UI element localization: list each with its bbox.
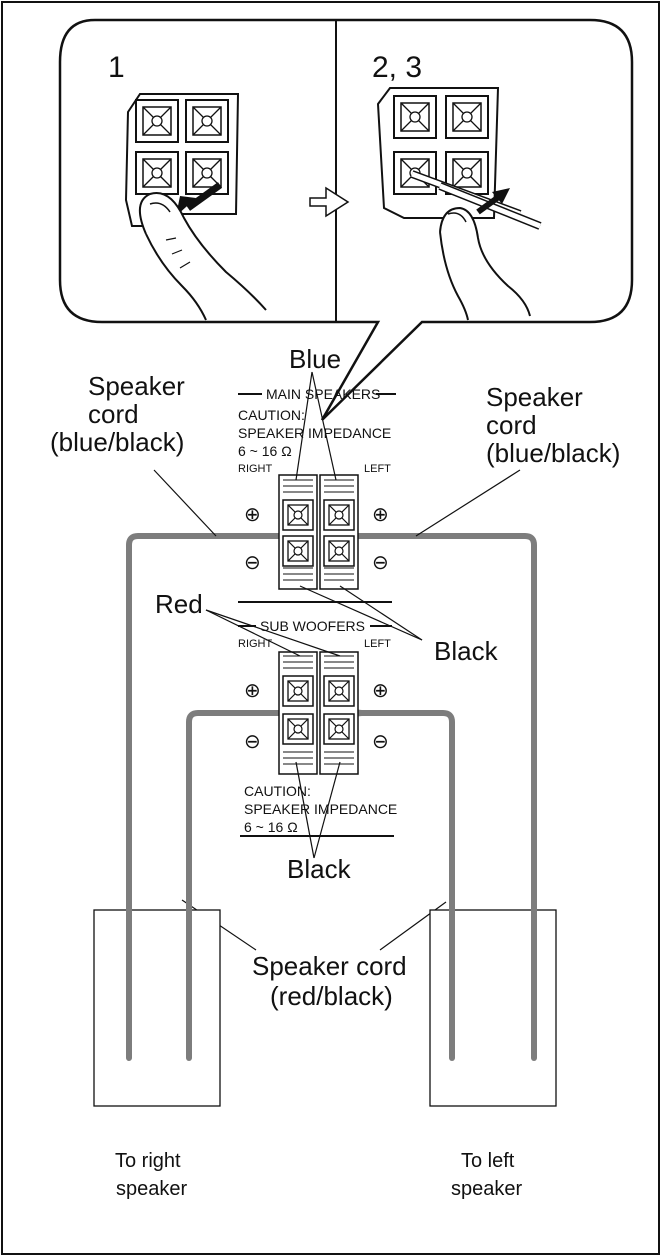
main-speakers-terminal: MAIN SPEAKERS CAUTION: SPEAKER IMPEDANCE… [238, 386, 396, 603]
step-1-finger [139, 192, 267, 321]
main-right-minus-icon: ⊖ [244, 552, 261, 574]
sub-caution-line3: 6 ~ 16 Ω [244, 819, 298, 835]
right-speaker-label-2: speaker [116, 1178, 187, 1200]
main-right-plus-icon: ⊕ [244, 504, 261, 526]
black-sub-label: Black [287, 854, 352, 884]
sub-left-minus-icon: ⊖ [372, 731, 389, 753]
cord-bottom-label-1: Speaker cord [252, 951, 407, 981]
cord-left-label-3: (blue/black) [50, 427, 184, 457]
cord-right-label-3: (blue/black) [486, 438, 620, 468]
instruction-callout: 1 2, 3 [58, 18, 634, 421]
main-speakers-header: MAIN SPEAKERS [266, 386, 380, 402]
main-right-label: RIGHT [238, 463, 273, 475]
sub-right-label: RIGHT [238, 638, 273, 650]
black-main-label: Black [434, 636, 499, 666]
main-left-label: LEFT [364, 463, 391, 475]
sub-left-plus-icon: ⊕ [372, 680, 389, 702]
sub-right-plus-icon: ⊕ [244, 680, 261, 702]
left-speaker-box [429, 909, 557, 1107]
red-label: Red [155, 589, 203, 619]
cord-bottom-label-2: (red/black) [270, 981, 393, 1011]
sub-caution-line2: SPEAKER IMPEDANCE [244, 801, 397, 817]
main-caution-line3: 6 ~ 16 Ω [238, 443, 292, 459]
cord-left-label-2: cord [88, 399, 139, 429]
left-speaker-label-2: speaker [451, 1178, 522, 1200]
sub-right-minus-icon: ⊖ [244, 731, 261, 753]
step-1-number: 1 [108, 51, 125, 84]
main-caution-line2: SPEAKER IMPEDANCE [238, 425, 391, 441]
cord-left-label-1: Speaker [88, 371, 185, 401]
sub-left-label: LEFT [364, 638, 391, 650]
main-left-minus-icon: ⊖ [372, 552, 389, 574]
sub-woofers-terminal: SUB WOOFERS RIGHT LEFT ⊕ ⊕ ⊖ ⊖ CAUTION: … [238, 618, 397, 837]
step-arrow-icon [309, 186, 350, 218]
sub-caution-line1: CAUTION: [244, 783, 311, 799]
left-speaker-label-1: To left [461, 1150, 515, 1172]
right-speaker-label-1: To right [115, 1150, 181, 1172]
cord-right-label-2: cord [486, 410, 537, 440]
step-2-3-finger [439, 206, 531, 321]
step-2-3-number: 2, 3 [372, 51, 422, 84]
right-speaker-box [93, 909, 221, 1107]
main-caution-line1: CAUTION: [238, 407, 305, 423]
blue-label: Blue [289, 344, 341, 374]
step-2-3-terminal-illustration [376, 87, 542, 230]
cord-ends [126, 812, 537, 1061]
cord-right-label-1: Speaker [486, 382, 583, 412]
sub-woofers-header: SUB WOOFERS [260, 618, 365, 634]
main-left-plus-icon: ⊕ [372, 504, 389, 526]
